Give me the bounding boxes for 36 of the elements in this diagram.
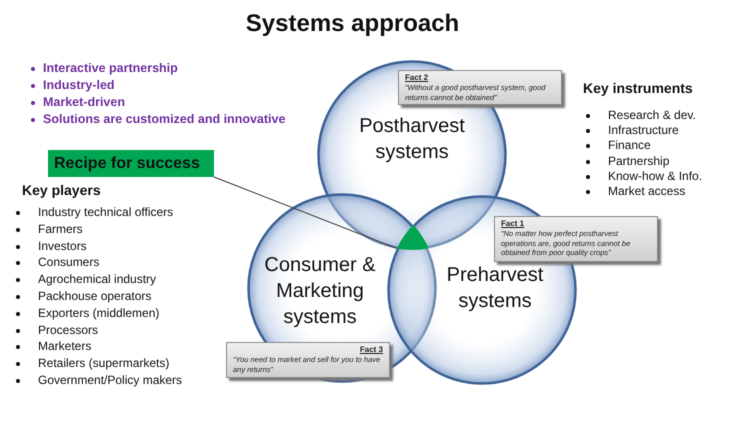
- list-item: Exporters (middlemen): [38, 306, 160, 321]
- list-item: Finance: [608, 138, 651, 154]
- circle-label: Consumer & Marketing systems: [263, 253, 377, 330]
- list-item: Government/Policy makers: [38, 373, 182, 388]
- fact-box: [398, 70, 562, 105]
- list-item: Infrastructure: [608, 123, 679, 138]
- circle-label: Postharvest systems: [358, 114, 466, 165]
- list-item: Packhouse operators: [38, 289, 152, 304]
- fact-heading: Fact 3: [358, 345, 383, 355]
- fact-box: [494, 216, 658, 262]
- highlight-box: Recipe for success: [48, 150, 214, 177]
- list-item: Farmers: [38, 222, 83, 237]
- list-item: Processors: [38, 322, 98, 338]
- list-item: Market access: [608, 184, 686, 199]
- section-heading: Key players: [22, 182, 101, 198]
- list-item: Know-how & Info.: [608, 168, 702, 184]
- leader-line: [214, 176, 398, 249]
- list-item: Partnership: [608, 154, 670, 169]
- fact-heading: Fact 1: [501, 219, 526, 229]
- principle-item: Industry-led: [43, 78, 115, 93]
- list-item: Investors: [38, 238, 87, 254]
- circle-label: Preharvest systems: [446, 263, 544, 314]
- principle-item: Market-driven: [43, 95, 125, 110]
- list-item: Research & dev.: [608, 108, 696, 123]
- title: Systems approach: [244, 10, 460, 38]
- list-item: Agrochemical industry: [38, 272, 156, 288]
- fact-box: [226, 342, 390, 378]
- list-item: Retailers (supermarkets): [38, 356, 170, 372]
- principle-item: Solutions are customized and innovative: [43, 112, 286, 127]
- intersection-region: [396, 225, 428, 250]
- principle-item: Interactive partnership: [43, 61, 178, 76]
- list-item: Marketers: [38, 339, 92, 354]
- list-item: Industry technical officers: [38, 205, 174, 220]
- list-item: Consumers: [38, 255, 100, 270]
- section-heading: Key instruments: [583, 80, 693, 96]
- fact-heading: Fact 2: [405, 73, 430, 83]
